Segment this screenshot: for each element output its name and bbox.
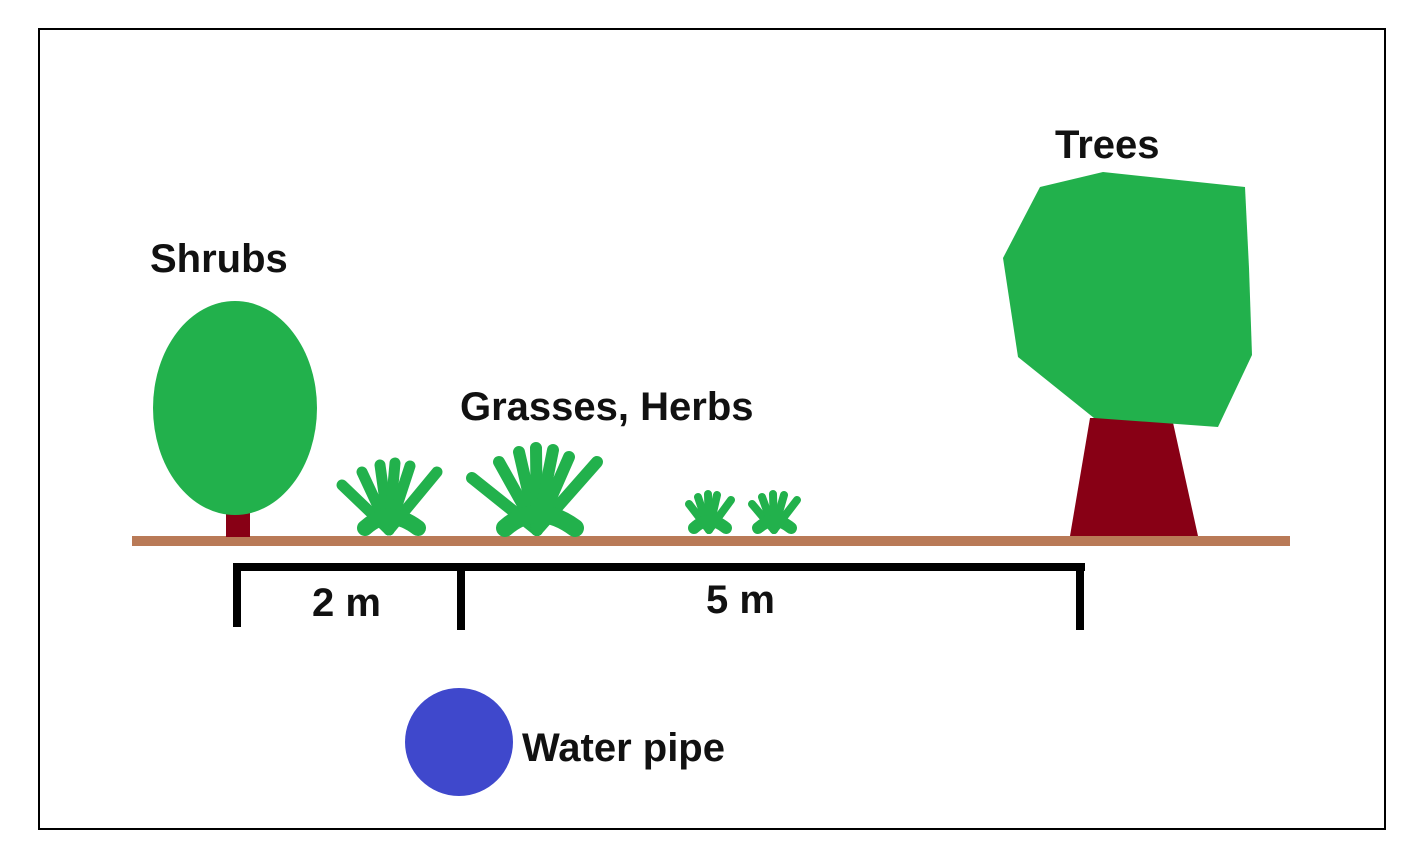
grass-clump [748,490,801,534]
tree-crown [1003,172,1252,427]
grass-clump [466,442,603,537]
water-pipe-icon [405,688,513,796]
shrub-illustration [153,301,317,537]
grass-clump [685,490,735,534]
grass-clump [336,457,443,536]
tree-trunk [1070,418,1198,536]
label-trees: Trees [1055,123,1160,167]
label-distance-5m: 5 m [706,578,775,622]
label-grasses-herbs: Grasses, Herbs [460,385,754,429]
tree-illustration [1003,172,1252,536]
label-shrubs: Shrubs [150,237,288,281]
ground-line [132,536,1290,546]
label-distance-2m: 2 m [312,581,381,625]
shrub-crown [153,301,317,515]
label-water-pipe: Water pipe [522,726,725,770]
distance-bracket [233,563,1085,630]
